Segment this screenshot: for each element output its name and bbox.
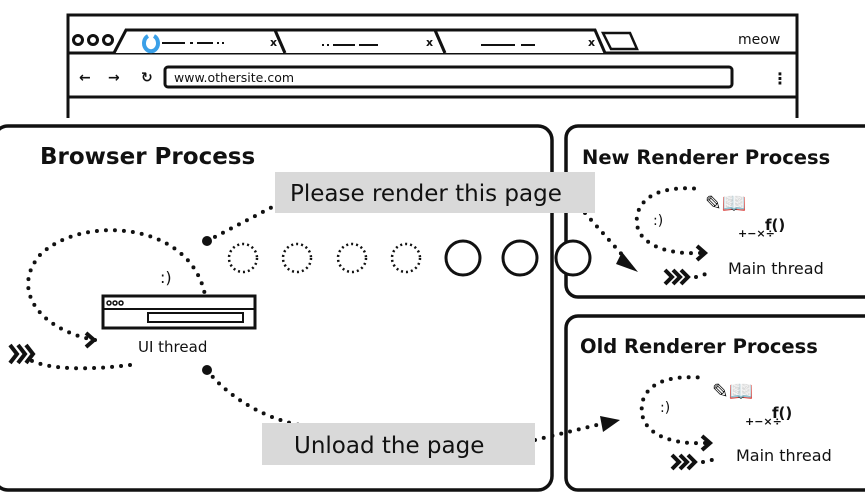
- address-text: www.othersite.com: [174, 70, 294, 85]
- chevrons-icon: [670, 453, 698, 471]
- function-icon: f(): [765, 216, 785, 234]
- new-renderer-title: New Renderer Process: [582, 146, 830, 169]
- tools-icon: ✎📖: [712, 379, 754, 403]
- browser-process-box: [0, 124, 554, 492]
- close-icon[interactable]: x: [270, 36, 277, 49]
- face-icon: :): [660, 400, 670, 416]
- reload-icon[interactable]: ↻: [141, 70, 153, 86]
- old-renderer-title: Old Renderer Process: [580, 335, 818, 358]
- chevrons-icon: [663, 268, 691, 286]
- tools-icon: ✎📖: [705, 191, 747, 215]
- close-icon[interactable]: x: [588, 36, 595, 49]
- new-main-thread: :) ✎📖 +−×÷ f() Main thread: [634, 186, 824, 286]
- arrow-icon: [84, 331, 98, 349]
- ui-thread: :) UI thread: [8, 228, 257, 371]
- close-icon[interactable]: x: [426, 36, 433, 49]
- browser-process-title: Browser Process: [40, 144, 255, 170]
- math-icon: +−×÷: [745, 415, 782, 428]
- chevrons-icon: [8, 343, 36, 365]
- arrow-head-icon: [616, 252, 638, 272]
- unload-message-text: Unload the page: [294, 433, 484, 459]
- old-main-thread-label: Main thread: [736, 446, 832, 465]
- function-icon: f(): [772, 404, 792, 422]
- new-tab-button[interactable]: [600, 31, 639, 51]
- address-bar[interactable]: [163, 65, 734, 89]
- old-renderer-box: [564, 314, 865, 492]
- profile-label: meow: [738, 32, 780, 48]
- back-icon[interactable]: ←: [79, 70, 91, 86]
- tab[interactable]: x: [432, 28, 607, 54]
- new-main-thread-label: Main thread: [728, 259, 824, 278]
- browser-window: x x x meow ← → ↻ www.othersite.com ⋮: [66, 13, 799, 118]
- tab[interactable]: x: [272, 28, 447, 54]
- arrow-head-icon: [600, 416, 620, 432]
- ui-thread-label: UI thread: [138, 338, 207, 356]
- unload-message-label: [262, 423, 535, 465]
- menu-icon[interactable]: ⋮: [772, 69, 788, 88]
- render-message-text: Please render this page: [290, 181, 562, 207]
- old-main-thread: :) ✎📖 +−×÷ f() Main thread: [639, 375, 832, 471]
- window-controls[interactable]: [72, 34, 114, 46]
- ipc-messages: [227, 239, 592, 277]
- mini-browser-icon: [101, 294, 257, 330]
- forward-icon[interactable]: →: [108, 70, 120, 86]
- face-icon: :): [160, 268, 172, 287]
- math-icon: +−×÷: [738, 227, 775, 240]
- tab-active[interactable]: x: [112, 28, 287, 54]
- face-icon: :): [653, 213, 663, 229]
- loading-spinner-icon: [142, 34, 160, 54]
- render-message-label: [275, 172, 595, 213]
